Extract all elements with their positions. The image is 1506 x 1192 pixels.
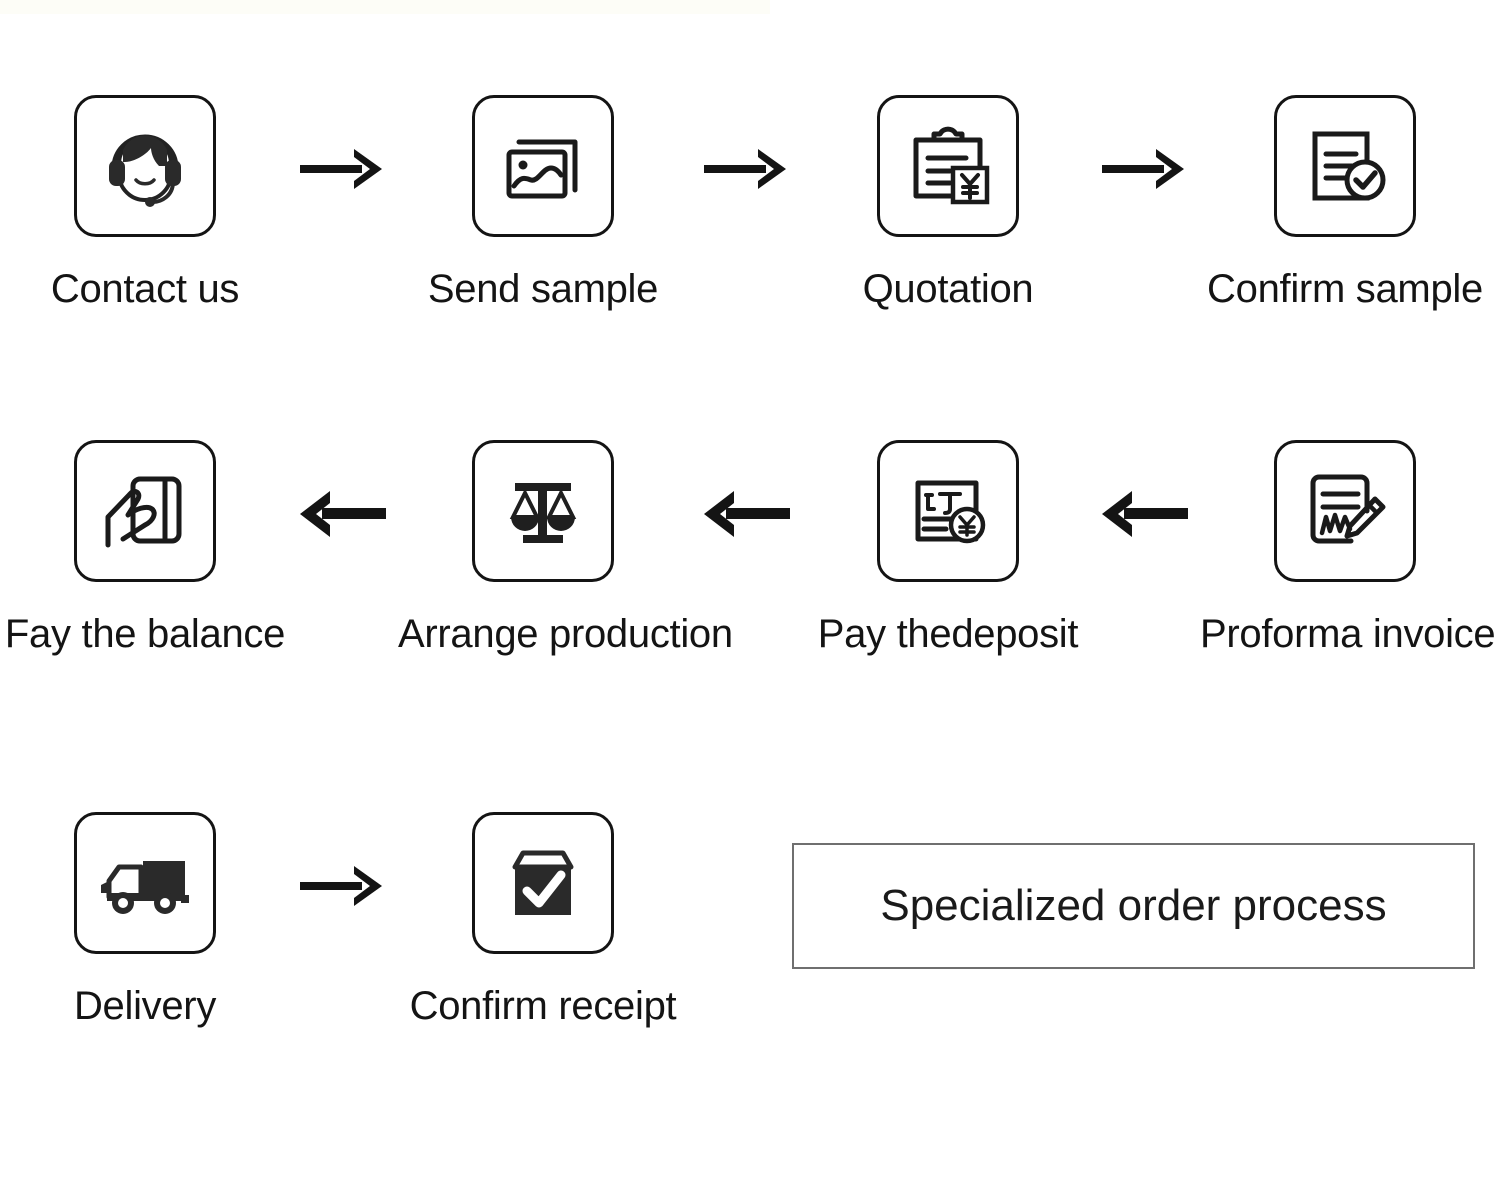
step-pay-the-deposit[interactable]: Pay thedeposit: [803, 440, 1093, 656]
step-confirm-receipt[interactable]: Confirm receipt: [398, 812, 688, 1028]
step-label: Fay the balance: [4, 612, 286, 656]
step-label: Proforma invoice: [1200, 612, 1496, 656]
photo-stack-icon: [493, 116, 593, 216]
step-arrange-production[interactable]: Arrange production: [398, 440, 733, 656]
arrow-right-icon: [296, 858, 392, 914]
delivery-truck-icon: [95, 833, 195, 933]
document-check-icon: [1295, 116, 1395, 216]
process-row-1: Contact us Send sample: [0, 95, 1506, 345]
step-fay-the-balance[interactable]: Fay the balance: [0, 440, 290, 656]
step-icon-box: [74, 812, 216, 954]
box-check-icon: [493, 833, 593, 933]
step-label: Contact us: [50, 267, 240, 311]
step-label: Confirm receipt: [409, 984, 677, 1028]
step-quotation[interactable]: Quotation: [803, 95, 1093, 311]
arrow-right-icon: [700, 141, 796, 197]
step-icon-box: [472, 440, 614, 582]
step-icon-box: [877, 95, 1019, 237]
headset-support-agent-icon: [95, 116, 195, 216]
step-icon-box: [74, 95, 216, 237]
step-label: Quotation: [862, 267, 1034, 311]
top-edge-strip: [0, 0, 770, 14]
step-icon-box: [1274, 95, 1416, 237]
step-label: Arrange production: [398, 612, 733, 656]
step-icon-box: [877, 440, 1019, 582]
banner-title: Specialized order process: [880, 881, 1387, 930]
step-proforma-invoice[interactable]: Proforma invoice: [1200, 440, 1496, 656]
hand-holding-card-icon: [95, 461, 195, 561]
step-icon-box: [472, 95, 614, 237]
step-delivery[interactable]: Delivery: [0, 812, 290, 1028]
step-label: Confirm sample: [1207, 267, 1483, 311]
step-label: Delivery: [73, 984, 217, 1028]
arrow-right-icon: [1098, 141, 1194, 197]
clipboard-yen-icon: [898, 116, 998, 216]
balance-scale-icon: [493, 461, 593, 561]
specialized-order-process-banner: Specialized order process: [792, 843, 1475, 969]
step-label: Send sample: [427, 267, 659, 311]
step-send-sample[interactable]: Send sample: [398, 95, 688, 311]
step-label: Pay thedeposit: [817, 612, 1079, 656]
arrow-right-icon: [296, 141, 392, 197]
signed-document-pencil-icon: [1295, 461, 1395, 561]
step-icon-box: [472, 812, 614, 954]
order-yen-document-icon: [898, 461, 998, 561]
step-icon-box: [74, 440, 216, 582]
step-contact-us[interactable]: Contact us: [0, 95, 290, 311]
step-icon-box: [1274, 440, 1416, 582]
arrow-left-icon: [1098, 486, 1194, 542]
process-row-3: Delivery Confirm receipt: [0, 812, 1506, 1062]
process-row-2: Fay the balance: [0, 440, 1506, 690]
arrow-left-icon: [700, 486, 796, 542]
arrow-left-icon: [296, 486, 392, 542]
step-confirm-sample[interactable]: Confirm sample: [1200, 95, 1490, 311]
